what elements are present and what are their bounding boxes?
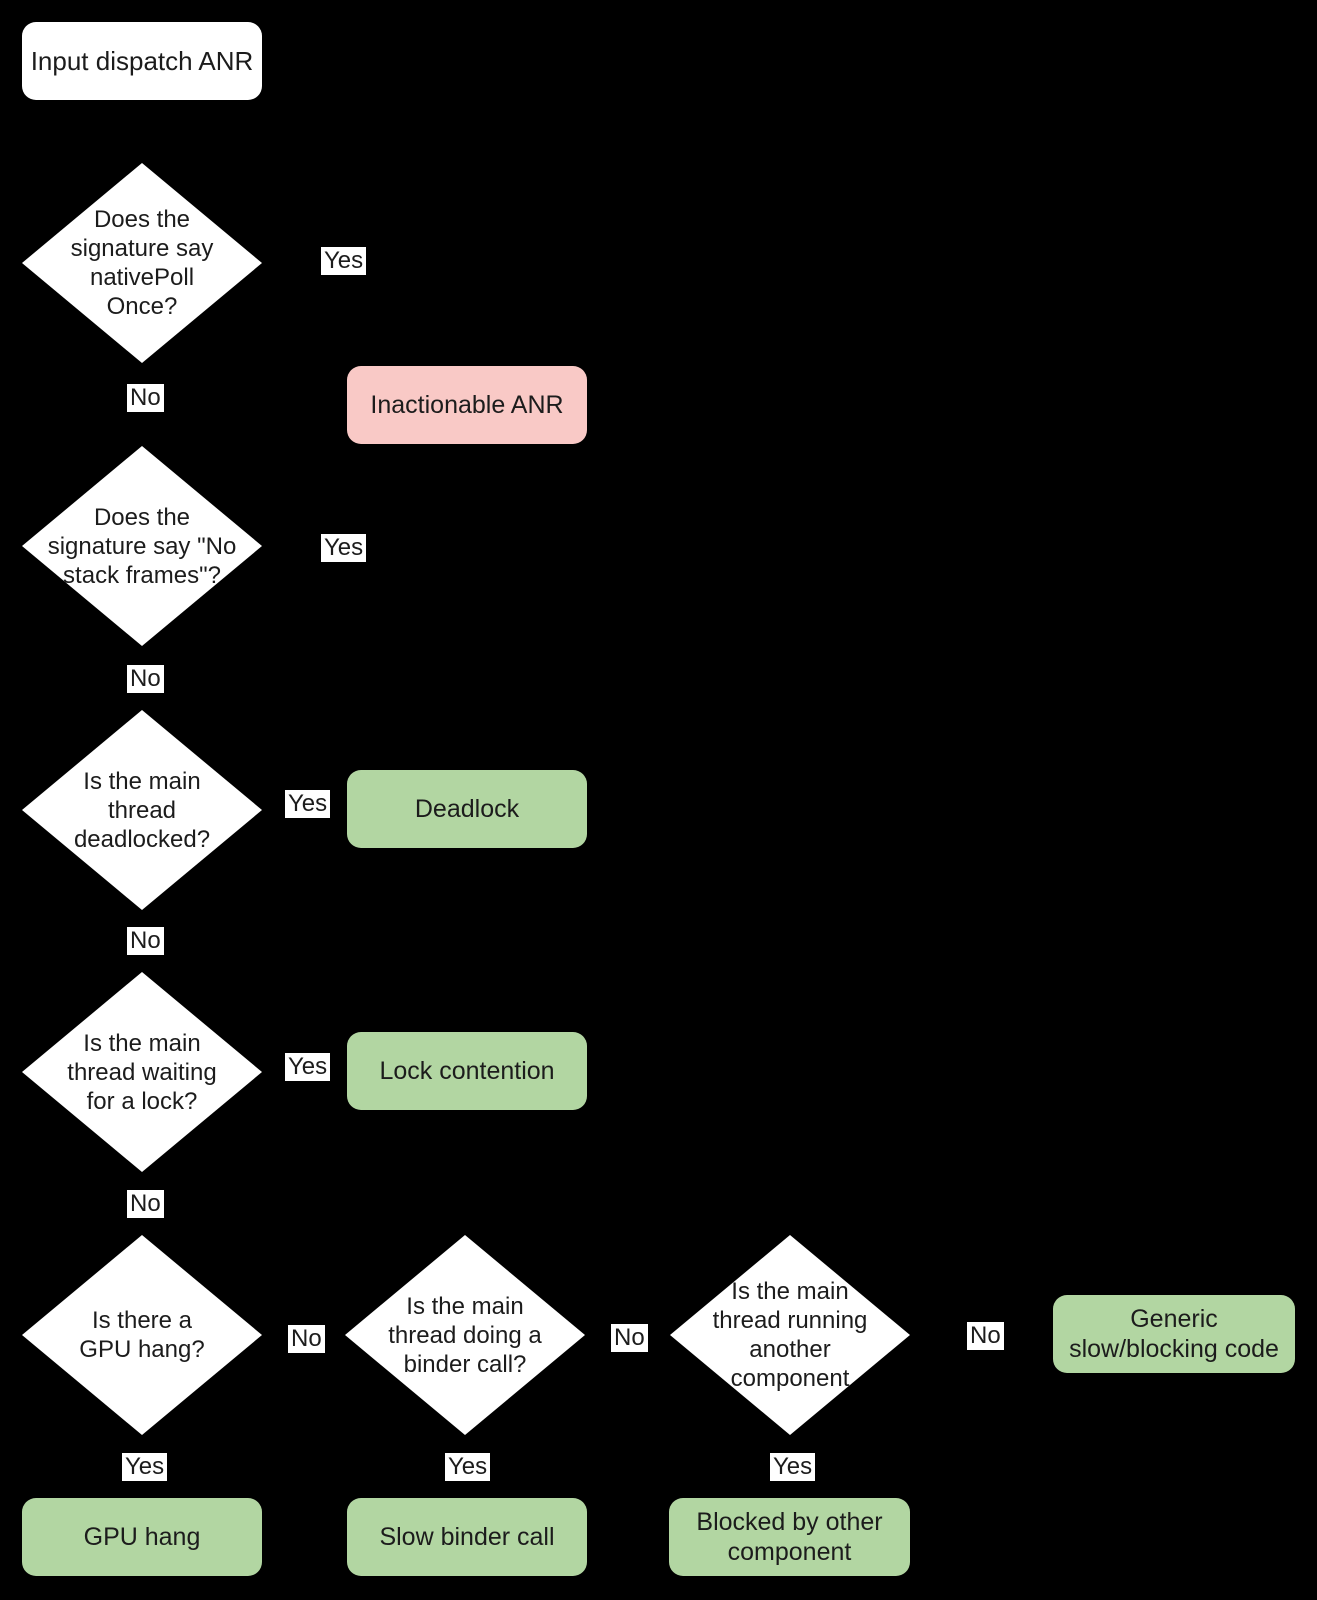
outcome-inactionable-anr: Inactionable ANR [347, 366, 587, 444]
decision-text: Is the main thread running another compo… [712, 1278, 868, 1392]
edge-label-d6-no: No [611, 1324, 648, 1352]
edge-label-d3-no: No [127, 927, 164, 955]
edge-label-d2-yes: Yes [321, 534, 367, 562]
edge-label-d7-no: No [967, 1322, 1004, 1350]
edge-label-d4-no: No [127, 1190, 164, 1218]
edge-label-d1-no: No [127, 384, 164, 412]
decision-signature-no-stack-frames: Does the signature say "No stack frames"… [22, 446, 262, 646]
decision-main-thread-waiting-lock: Is the main thread waiting for a lock? [22, 972, 262, 1172]
outcome-slow-binder-call: Slow binder call [347, 1498, 587, 1576]
decision-binder-call: Is the main thread doing a binder call? [345, 1235, 585, 1435]
edge-label-d7-yes: Yes [770, 1453, 816, 1481]
outcome-generic-slow-blocking-code: Generic slow/blocking code [1053, 1295, 1295, 1373]
decision-text: Is the main thread waiting for a lock? [67, 1029, 217, 1115]
edge-label-d1-yes: Yes [321, 247, 367, 275]
decision-text: Is the main thread deadlocked? [73, 767, 211, 853]
decision-text: Is the main thread doing a binder call? [388, 1292, 542, 1378]
edge-label-d4-yes: Yes [285, 1053, 331, 1081]
edge-label-d5-no: No [288, 1325, 325, 1353]
decision-running-another-component: Is the main thread running another compo… [670, 1235, 910, 1435]
decision-signature-nativepollonce: Does the signature say nativePoll Once? [22, 163, 262, 363]
outcome-lock-contention: Lock contention [347, 1032, 587, 1110]
decision-text: Does the signature say "No stack frames"… [47, 503, 237, 589]
edge-label-d6-yes: Yes [445, 1453, 491, 1481]
decision-main-thread-deadlocked: Is the main thread deadlocked? [22, 710, 262, 910]
decision-text: Is there a GPU hang? [79, 1307, 205, 1363]
edge-label-d2-no: No [127, 665, 164, 693]
start-node: Input dispatch ANR [22, 22, 262, 100]
outcome-deadlock: Deadlock [347, 770, 587, 848]
decision-text: Does the signature say nativePoll Once? [70, 206, 214, 320]
outcome-blocked-by-other-component: Blocked by other component [669, 1498, 910, 1576]
decision-gpu-hang: Is there a GPU hang? [22, 1235, 262, 1435]
edge-label-d5-yes: Yes [122, 1453, 168, 1481]
edge-label-d3-yes: Yes [285, 790, 331, 818]
outcome-gpu-hang: GPU hang [22, 1498, 262, 1576]
